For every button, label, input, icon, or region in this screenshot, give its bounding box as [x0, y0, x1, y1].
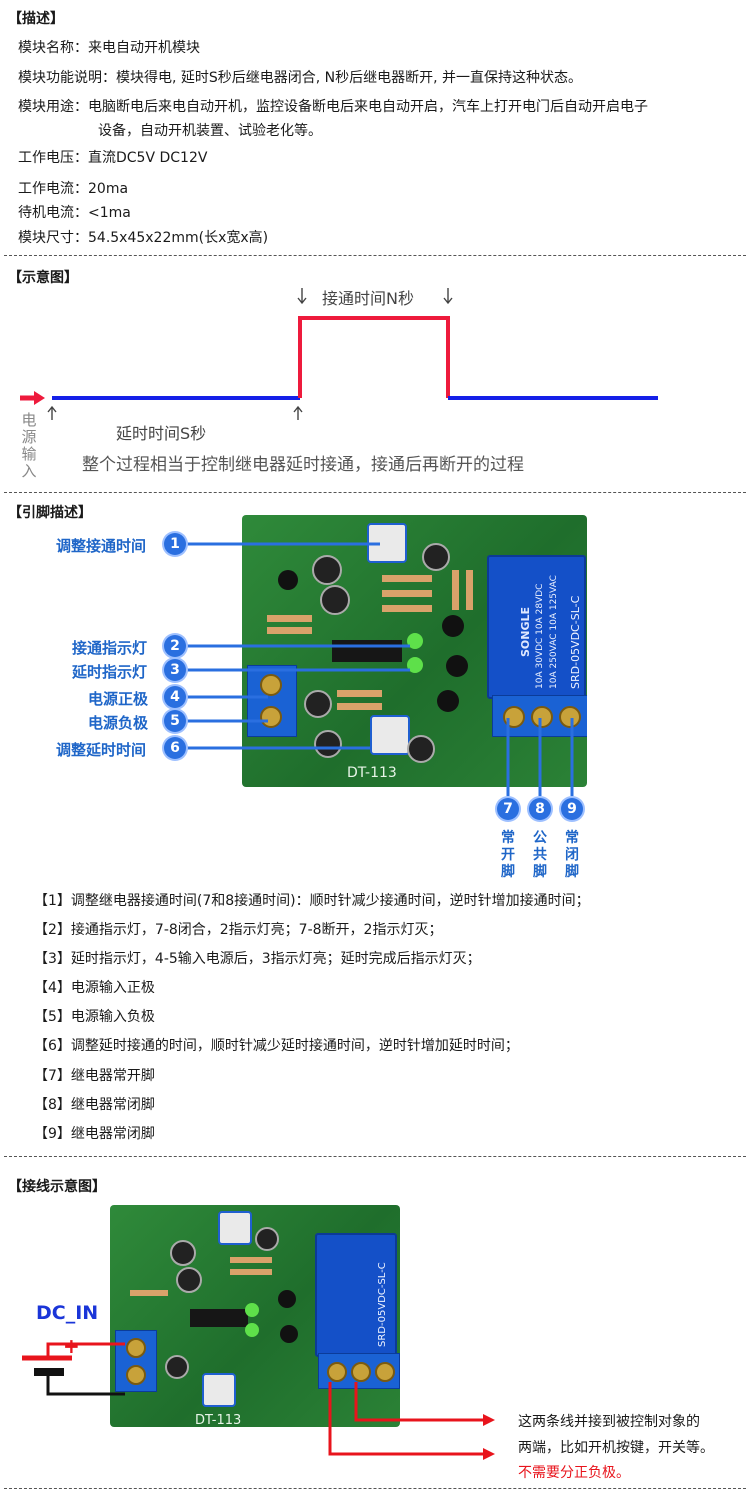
pin-note: 【7】继电器常开脚 [34, 1068, 155, 1084]
spec-row-current: 工作电流：20ma [18, 181, 129, 197]
pin-badge-9: 9 [561, 798, 583, 820]
pcb-board-photo-wiring: SRD-05VDC-SL-C DT-113 [110, 1205, 400, 1427]
on-time-label: 接通时间N秒 [322, 289, 414, 308]
arrow-down-icon [297, 288, 307, 305]
plus-sign: + [63, 1334, 80, 1358]
pin-label-7: 常开脚 [501, 830, 515, 880]
pin-label-6: 调整延时时间 [56, 741, 147, 759]
pin-badge-5: 5 [164, 710, 186, 732]
pin-note: 【4】电源输入正极 [34, 980, 155, 996]
relay-terminal-block [318, 1353, 400, 1389]
pin-note: 【5】电源输入负极 [34, 1009, 155, 1025]
delay-time-label: 延时时间S秒 [116, 424, 207, 443]
wiring-note-line1: 这两条线并接到被控制对象的 [518, 1414, 700, 1430]
positive-wire [46, 1342, 125, 1358]
section-divider [4, 1156, 746, 1157]
timing-header: 【示意图】 [8, 270, 78, 286]
pin-label-8: 公共脚 [533, 830, 547, 880]
pin-note: 【8】继电器常闭脚 [34, 1097, 155, 1113]
pin-note: 【1】调整继电器接通时间(7和8接通时间)：顺时针减少接通时间，逆时针增加接通时… [34, 893, 590, 909]
spec-row-size: 模块尺寸：54.5x45x22mm(长x宽x高) [18, 230, 269, 246]
pin-leader-lines [186, 542, 574, 796]
pins-header: 【引脚描述】 [8, 505, 92, 521]
board-model: DT-113 [347, 765, 397, 781]
pin-badge-6: 6 [164, 737, 186, 759]
spec-row-usage-cont: 设备，自动开机装置、试验老化等。 [98, 123, 322, 139]
dc-in-label: DC_IN [36, 1302, 99, 1324]
pin-label-5: 电源负极 [88, 714, 149, 732]
relay: SONGLE SRD-05VDC-SL-C 10A 250VAC 10A 125… [487, 555, 586, 699]
section-divider [4, 1488, 746, 1489]
pin-note: 【2】接通指示灯，7-8闭合，2指示灯亮；7-8断开，2指示灯灭； [34, 922, 443, 938]
pin-badge-2: 2 [164, 635, 186, 657]
pcb-board-photo: SONGLE SRD-05VDC-SL-C 10A 250VAC 10A 125… [242, 515, 587, 787]
power-terminal-block [115, 1330, 157, 1392]
wiring-diagram [22, 1342, 495, 1460]
pin-badge-1: 1 [164, 533, 186, 555]
pin-badge-8: 8 [529, 798, 551, 820]
spec-row-standby: 待机电流：<1ma [18, 205, 131, 221]
pin-note: 【3】延时指示灯，4-5输入电源后，3指示灯亮；延时完成后指示灯灭； [34, 951, 481, 967]
pin-badge-7: 7 [497, 798, 519, 820]
pin-badge-3: 3 [164, 659, 186, 681]
timing-caption: 整个过程相当于控制继电器延时接通，接通后再断开的过程 [82, 455, 524, 475]
wiring-note-red: 不需要分正负极。 [518, 1465, 630, 1481]
board-model: DT-113 [195, 1413, 242, 1427]
pin-label-3: 延时指示灯 [72, 663, 148, 681]
pin-note: 【6】调整延时接通的时间，顺时针减少延时接通时间，逆时针增加延时时间； [34, 1038, 519, 1054]
arrow-up-icon [47, 405, 57, 420]
timing-waveform [20, 288, 658, 420]
negative-wire [46, 1376, 125, 1396]
pin-label-4: 电源正极 [88, 690, 149, 708]
arrow-up-icon [293, 405, 303, 420]
pin-badge-4: 4 [164, 686, 186, 708]
spec-row-function: 模块功能说明：模块得电, 延时S秒后继电器闭合, N秒后继电器断开, 并一直保持… [18, 70, 583, 86]
wiring-header: 【接线示意图】 [8, 1179, 106, 1195]
led-3 [407, 657, 423, 673]
pin-label-2: 接通指示灯 [72, 639, 148, 657]
power-arrow-head [34, 391, 45, 405]
output-wire-1 [354, 1382, 492, 1422]
pin-label-1: 调整接通时间 [56, 537, 147, 555]
spec-row-voltage: 工作电压：直流DC5V DC12V [18, 150, 208, 166]
relay: SRD-05VDC-SL-C [315, 1233, 397, 1357]
spec-row-name: 模块名称：来电自动开机模块 [18, 40, 200, 56]
output-wire-2 [328, 1382, 492, 1456]
pin-note: 【9】继电器常闭脚 [34, 1126, 155, 1142]
section-divider [4, 255, 746, 256]
spec-row-usage: 模块用途：电脑断电后来电自动开机，监控设备断电后来电自动开启，汽车上打开电门后自… [18, 99, 648, 115]
potentiometer-6 [370, 715, 410, 755]
arrow-down-icon [443, 288, 453, 305]
power-terminal-block [247, 665, 297, 737]
power-input-label: 电源输入 [21, 411, 37, 480]
high-pulse [298, 316, 450, 398]
wiring-note-line2: 两端，比如开机按键，开关等。 [518, 1440, 714, 1456]
pin-label-9: 常闭脚 [565, 830, 579, 880]
description-header: 【描述】 [8, 11, 64, 27]
led-2 [407, 633, 423, 649]
section-divider [4, 492, 746, 493]
